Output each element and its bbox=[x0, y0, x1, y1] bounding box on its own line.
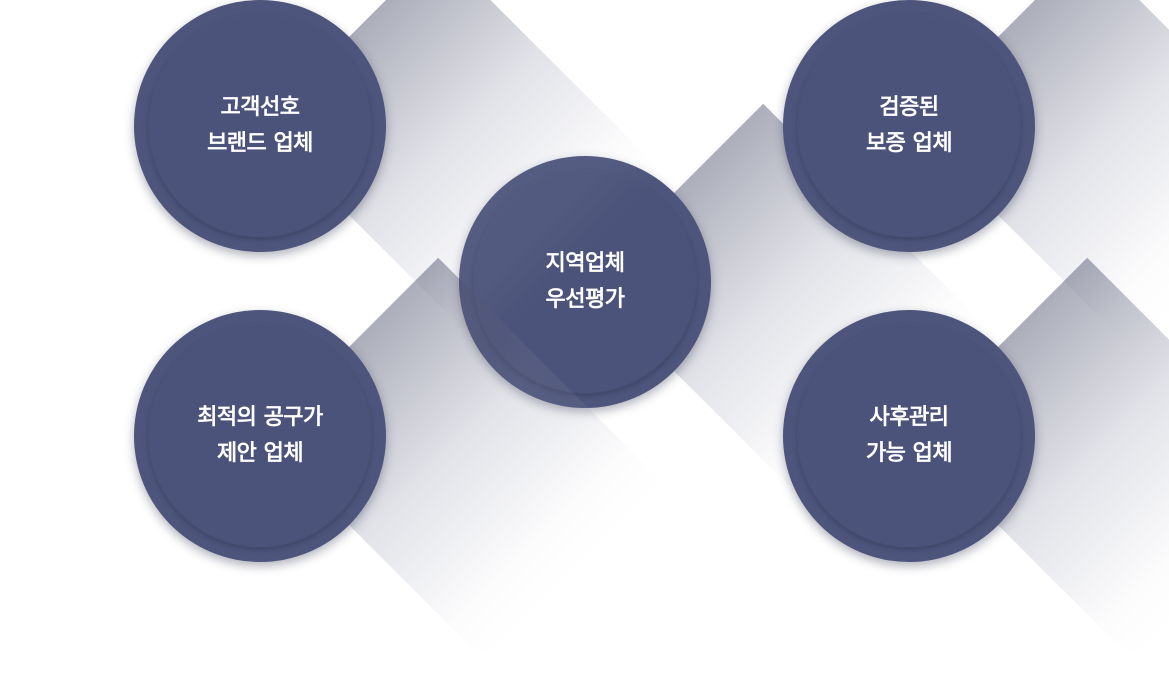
badge-label: 검증된 보증 업체 bbox=[783, 0, 1035, 252]
badge-label: 최적의 공구가 제안 업체 bbox=[134, 310, 386, 562]
badge-circle: 사후관리 가능 업체 bbox=[783, 310, 1035, 562]
badge-local-priority: 지역업체 우선평가 bbox=[459, 103, 990, 509]
badge-label-line2: 가능 업체 bbox=[865, 441, 953, 466]
badge-label-line1: 최적의 공구가 bbox=[197, 405, 323, 430]
badge-circle: 고객선호 브랜드 업체 bbox=[134, 0, 386, 252]
badge-label-line1: 고객선호 bbox=[220, 95, 300, 120]
bottom-background bbox=[0, 650, 1169, 696]
badge-customer-preferred-brand: 고객선호 브랜드 업체 bbox=[134, 0, 665, 353]
badge-inner-ring bbox=[149, 15, 371, 237]
badge-inner-ring bbox=[798, 325, 1020, 547]
badge-inner-ring bbox=[149, 325, 371, 547]
badge-optimal-price: 최적의 공구가 제안 업체 bbox=[134, 257, 665, 663]
badge-circle: 지역업체 우선평가 bbox=[459, 156, 711, 408]
badge-label-line1: 검증된 bbox=[879, 95, 939, 120]
badge-verified-warranty: 검증된 보증 업체 bbox=[783, 0, 1169, 353]
badge-label-line2: 우선평가 bbox=[545, 287, 625, 312]
badge-label-line1: 지역업체 bbox=[545, 251, 625, 276]
badge-label-line1: 사후관리 bbox=[869, 405, 949, 430]
badge-inner-ring bbox=[798, 15, 1020, 237]
badge-label-line2: 보증 업체 bbox=[865, 131, 953, 156]
badge-label: 사후관리 가능 업체 bbox=[783, 310, 1035, 562]
badge-label: 지역업체 우선평가 bbox=[459, 156, 711, 408]
badge-label-line2: 제안 업체 bbox=[216, 441, 304, 466]
badge-circle: 검증된 보증 업체 bbox=[783, 0, 1035, 252]
badge-label: 고객선호 브랜드 업체 bbox=[134, 0, 386, 252]
badge-circle: 최적의 공구가 제안 업체 bbox=[134, 310, 386, 562]
badge-after-service: 사후관리 가능 업체 bbox=[783, 257, 1169, 663]
badge-label-line2: 브랜드 업체 bbox=[207, 131, 313, 156]
badge-inner-ring bbox=[474, 171, 696, 393]
